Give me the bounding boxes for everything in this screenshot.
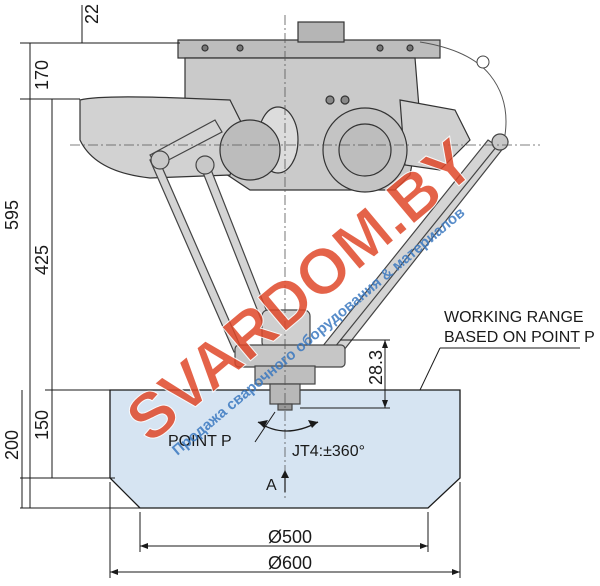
dim-595: 595	[2, 200, 22, 230]
jt4-label: JT4:±360°	[292, 443, 365, 460]
working-range-label-1: WORKING RANGE	[444, 309, 584, 326]
dim-28-3: 28.3	[366, 350, 386, 385]
point-p-label: POINT P	[168, 433, 232, 450]
dim-170: 170	[32, 60, 52, 90]
dim-150: 150	[32, 410, 52, 440]
working-range-label-2: BASED ON POINT P	[444, 329, 595, 346]
view-a-label: A	[266, 477, 277, 494]
swing-arc	[419, 41, 507, 136]
robot-arms	[149, 119, 509, 359]
dimension-lines	[20, 5, 580, 578]
dim-200: 200	[2, 430, 22, 460]
dim-22: 22	[82, 4, 102, 24]
dim-425: 425	[32, 245, 52, 275]
centre-lines	[70, 15, 540, 500]
dim-500: Ø500	[268, 527, 312, 547]
dim-600: Ø600	[268, 553, 312, 573]
arrowheads	[110, 340, 460, 575]
